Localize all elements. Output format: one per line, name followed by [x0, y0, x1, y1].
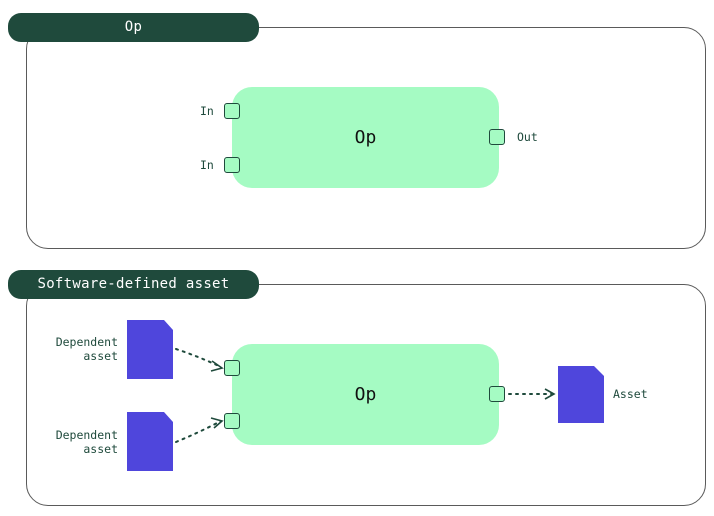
- output-edge-arrow: [544, 388, 556, 400]
- asset-label: Asset: [613, 387, 648, 401]
- op-node-label: Op: [354, 127, 377, 148]
- op-panel-tab: Op: [8, 13, 259, 42]
- document-icon: [127, 320, 173, 379]
- op-input-port-2: [224, 157, 240, 173]
- op-input-label-2: In: [200, 158, 214, 172]
- document-icon: [558, 366, 604, 423]
- op-node: Op: [232, 87, 499, 188]
- op-input-port-1: [224, 103, 240, 119]
- asset-op-input-port-1: [224, 360, 240, 376]
- asset-op-node-label: Op: [354, 384, 377, 405]
- dependent-asset-label-1: Dependent asset: [55, 335, 118, 363]
- dependency-edge-1: [175, 348, 222, 368]
- op-output-port: [489, 129, 505, 145]
- dependent-asset-label-2: Dependent asset: [55, 428, 118, 456]
- document-icon: [127, 412, 173, 471]
- asset-op-node: Op: [232, 344, 499, 445]
- dependency-edge-2: [175, 420, 222, 443]
- op-output-label: Out: [517, 130, 538, 144]
- asset-panel-tab: Software-defined asset: [8, 270, 259, 299]
- dependency-edge-2-arrow: [210, 417, 224, 429]
- asset-op-output-port: [489, 386, 505, 402]
- dependency-edge-1-arrow: [210, 360, 224, 372]
- asset-op-input-port-2: [224, 413, 240, 429]
- op-input-label-1: In: [200, 104, 214, 118]
